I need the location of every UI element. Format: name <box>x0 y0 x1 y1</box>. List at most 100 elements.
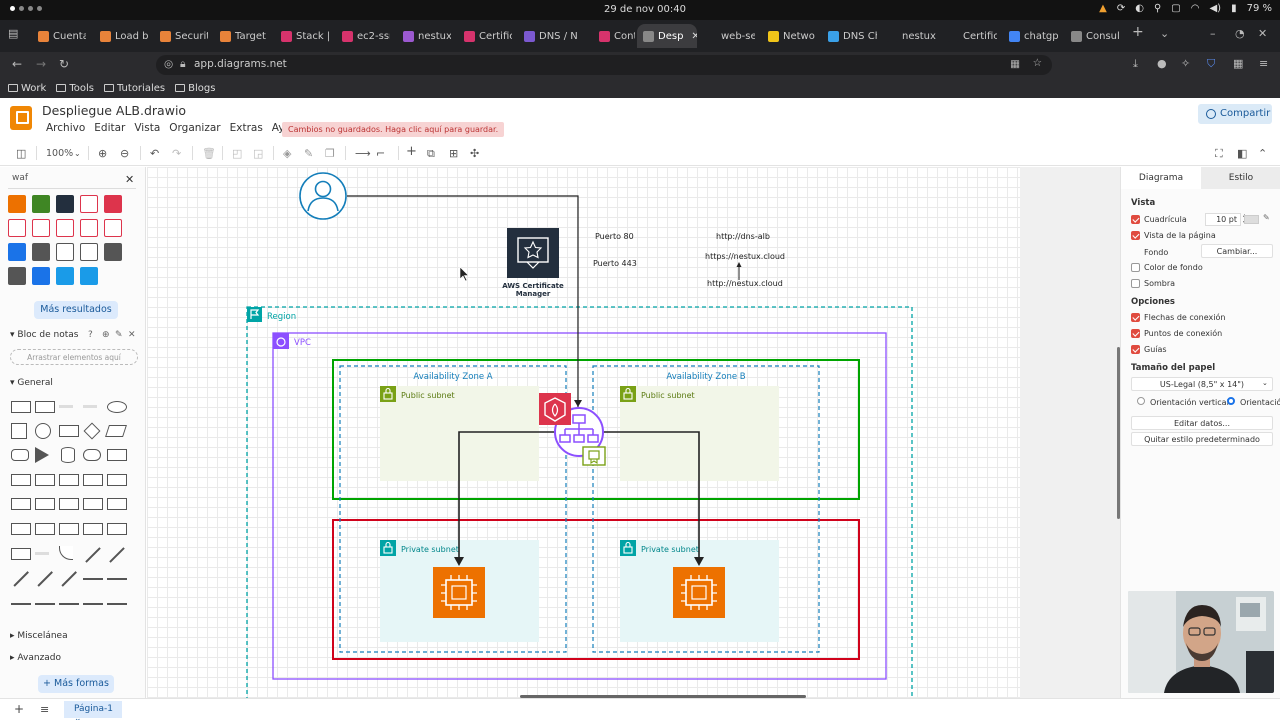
browser-tab[interactable]: ec2-ssn <box>336 24 390 48</box>
user-icon[interactable] <box>299 172 347 220</box>
general-shape-text[interactable] <box>35 552 49 555</box>
collapse-chevron-icon[interactable]: ⌃ <box>1258 147 1268 160</box>
advanced-header[interactable]: ▸ Avanzado <box>10 653 62 663</box>
general-shape-rect[interactable] <box>35 523 55 535</box>
insert-icon[interactable]: + <box>406 144 417 159</box>
ec2-instance-icon[interactable] <box>673 567 725 618</box>
browser-tab[interactable]: chatgp <box>1003 24 1058 48</box>
waf-search-result-icon[interactable] <box>104 243 122 261</box>
general-shape-circle[interactable] <box>35 423 51 439</box>
shapes-icon[interactable]: ⧉ <box>427 147 435 160</box>
zoom-select[interactable]: 100% <box>46 148 74 159</box>
general-shape-diamond[interactable] <box>83 422 101 440</box>
general-shape-rect[interactable] <box>11 401 31 413</box>
general-shape-line[interactable] <box>107 578 127 580</box>
connection-arrows-checkbox[interactable] <box>1131 313 1140 322</box>
http-url-label[interactable]: http://nestux.cloud <box>707 279 783 288</box>
waypoints-icon[interactable]: ⌐ <box>376 147 386 160</box>
ec2-instance-icon[interactable] <box>433 567 485 618</box>
general-shape-line[interactable] <box>107 603 127 605</box>
change-background-button[interactable]: Cambiar... <box>1201 244 1273 258</box>
clear-default-style-button[interactable]: Quitar estilo predeterminado <box>1131 432 1273 446</box>
general-shape-rect[interactable] <box>35 474 55 486</box>
edit-data-button[interactable]: Editar datos... <box>1131 416 1273 430</box>
url-field[interactable]: ◎ 🔒︎ app.diagrams.net ▦ ☆ <box>156 55 1052 75</box>
waf-search-result-icon[interactable] <box>80 219 98 237</box>
page-tab-chevron-icon[interactable]: ⌄ <box>74 714 82 720</box>
browser-tab[interactable]: Desp✕ <box>637 24 697 48</box>
share-button[interactable]: Compartir <box>1198 104 1272 124</box>
general-shape-rect[interactable] <box>35 401 55 413</box>
general-shape-line[interactable] <box>13 571 29 587</box>
scratchpad-add-icon[interactable]: ⊕ <box>102 330 110 340</box>
user-to-alb-connector[interactable] <box>347 195 579 407</box>
page-tab[interactable]: Página-1 ⌄ <box>64 701 122 720</box>
waf-search-result-icon[interactable] <box>8 219 26 237</box>
general-shape-rect[interactable] <box>107 449 127 461</box>
menu-icon[interactable]: ≡ <box>1259 57 1269 70</box>
tab-diagram[interactable]: Diagrama <box>1121 167 1201 189</box>
paper-size-select[interactable]: US-Legal (8,5" x 14") <box>1131 377 1273 391</box>
workspace-indicator[interactable] <box>10 6 42 11</box>
browser-tab[interactable]: nestux.clo <box>881 24 936 48</box>
shadow-icon[interactable]: ❐ <box>325 147 335 160</box>
browser-tab[interactable]: nestux <box>397 24 451 48</box>
diagram-page[interactable]: Region VPC Public subnet Public subnet P… <box>147 167 1020 698</box>
waf-search-result-icon[interactable] <box>32 243 50 261</box>
zoom-chevron-icon[interactable]: ⌄ <box>74 149 81 158</box>
general-shape-rect[interactable] <box>59 474 79 486</box>
tab-style[interactable]: Estilo <box>1201 167 1280 189</box>
reload-icon[interactable]: ↻ <box>59 57 70 71</box>
general-shape-rect[interactable] <box>11 474 31 486</box>
grid-color-swatch[interactable] <box>1244 215 1259 224</box>
general-shape-text[interactable] <box>83 405 97 408</box>
undo-icon[interactable]: ↶ <box>150 147 160 160</box>
general-shape-line[interactable] <box>11 603 31 605</box>
table-icon[interactable]: ⊞ <box>449 147 459 160</box>
zoom-in-icon[interactable]: ⊕ <box>98 147 108 160</box>
general-shape-arrow[interactable] <box>85 547 101 563</box>
scratchpad-help-icon[interactable]: ? <box>88 330 93 340</box>
port-443-label[interactable]: Puerto 443 <box>593 259 637 268</box>
browser-tab[interactable]: Consul <box>1065 24 1120 48</box>
magic-icon[interactable]: ✣ <box>470 147 480 160</box>
general-shape-rect[interactable] <box>83 523 103 535</box>
bookmark-star-icon[interactable]: ☆ <box>1032 57 1042 69</box>
scratchpad-drop-zone[interactable]: Arrastrar elementos aquí <box>10 349 138 365</box>
browser-tab[interactable]: Cuenta <box>32 24 86 48</box>
general-shape-rect[interactable] <box>59 523 79 535</box>
background-color-checkbox[interactable] <box>1131 263 1140 272</box>
waf-search-result-icon[interactable] <box>8 243 26 261</box>
general-shape-rect[interactable] <box>107 498 127 510</box>
waf-search-result-icon[interactable] <box>104 219 122 237</box>
general-shape-rect[interactable] <box>107 523 127 535</box>
private-tier-group[interactable] <box>332 519 860 660</box>
to-front-icon[interactable]: ◰ <box>232 147 243 160</box>
waf-search-result-icon[interactable] <box>80 195 98 213</box>
shadow-checkbox[interactable] <box>1131 279 1140 288</box>
general-shape-ellipse[interactable] <box>107 401 127 413</box>
grid-checkbox[interactable] <box>1131 215 1140 224</box>
waf-search-result-icon[interactable] <box>32 219 50 237</box>
waf-search-result-icon[interactable] <box>80 267 98 285</box>
connection-icon[interactable]: ⟶ <box>355 147 371 160</box>
diagram-canvas[interactable]: Region VPC Public subnet Public subnet P… <box>147 167 1120 698</box>
alb-to-ec2-a-connector[interactable] <box>458 431 567 564</box>
general-shape-line[interactable] <box>83 578 103 580</box>
account-icon[interactable]: ● <box>1157 57 1167 70</box>
grid-size-input[interactable]: 10 pt <box>1205 213 1241 226</box>
site-info-icon[interactable]: ◎ <box>164 58 174 70</box>
clock[interactable]: 29 de nov 00:40 <box>604 4 686 15</box>
browser-tab[interactable]: Certific <box>458 24 512 48</box>
general-shape-rect[interactable] <box>35 498 55 510</box>
close-tab-icon[interactable]: ✕ <box>691 30 697 42</box>
misc-header[interactable]: ▸ Miscelánea <box>10 631 68 641</box>
general-shape-rect[interactable] <box>11 548 31 560</box>
general-shape-square[interactable] <box>11 423 27 439</box>
scratchpad-edit-icon[interactable]: ✎ <box>115 330 123 340</box>
region-group[interactable] <box>246 306 913 698</box>
connection-points-checkbox[interactable] <box>1131 329 1140 338</box>
general-shape-curve[interactable] <box>59 546 73 560</box>
add-page-icon[interactable]: + <box>14 702 25 716</box>
general-shape-rect[interactable] <box>11 523 31 535</box>
